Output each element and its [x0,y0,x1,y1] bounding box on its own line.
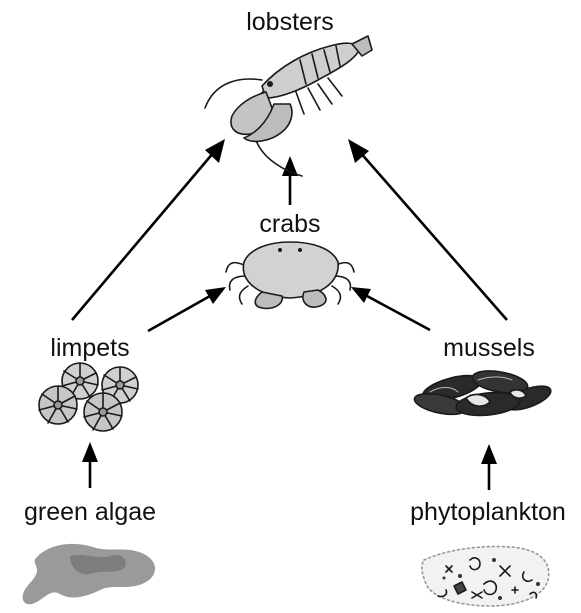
arrow-crabs-to-lobsters [282,156,298,205]
arrow-limpets-to-crabs [148,287,226,331]
arrow-mussels-to-lobsters [348,139,507,320]
label-mussels: mussels [443,334,535,362]
label-green-algae: green algae [24,498,156,526]
green-algae-illustration [23,544,155,604]
label-limpets: limpets [50,334,129,362]
label-crabs: crabs [259,210,320,238]
phytoplankton-illustration [422,547,549,607]
arrow-phytoplankton-to-mussels [481,444,497,490]
label-lobsters: lobsters [246,8,334,36]
mussels-illustration [413,367,554,418]
label-phytoplankton: phytoplankton [410,498,566,526]
arrow-green-algae-to-limpets [82,442,98,488]
limpets-illustration [39,363,138,431]
arrow-mussels-to-crabs [351,287,430,330]
lobster-illustration [205,36,372,176]
arrow-limpets-to-lobsters [72,139,225,320]
limpet-shell [39,386,77,424]
crab-illustration [226,242,354,308]
limpet-shell [84,393,122,431]
